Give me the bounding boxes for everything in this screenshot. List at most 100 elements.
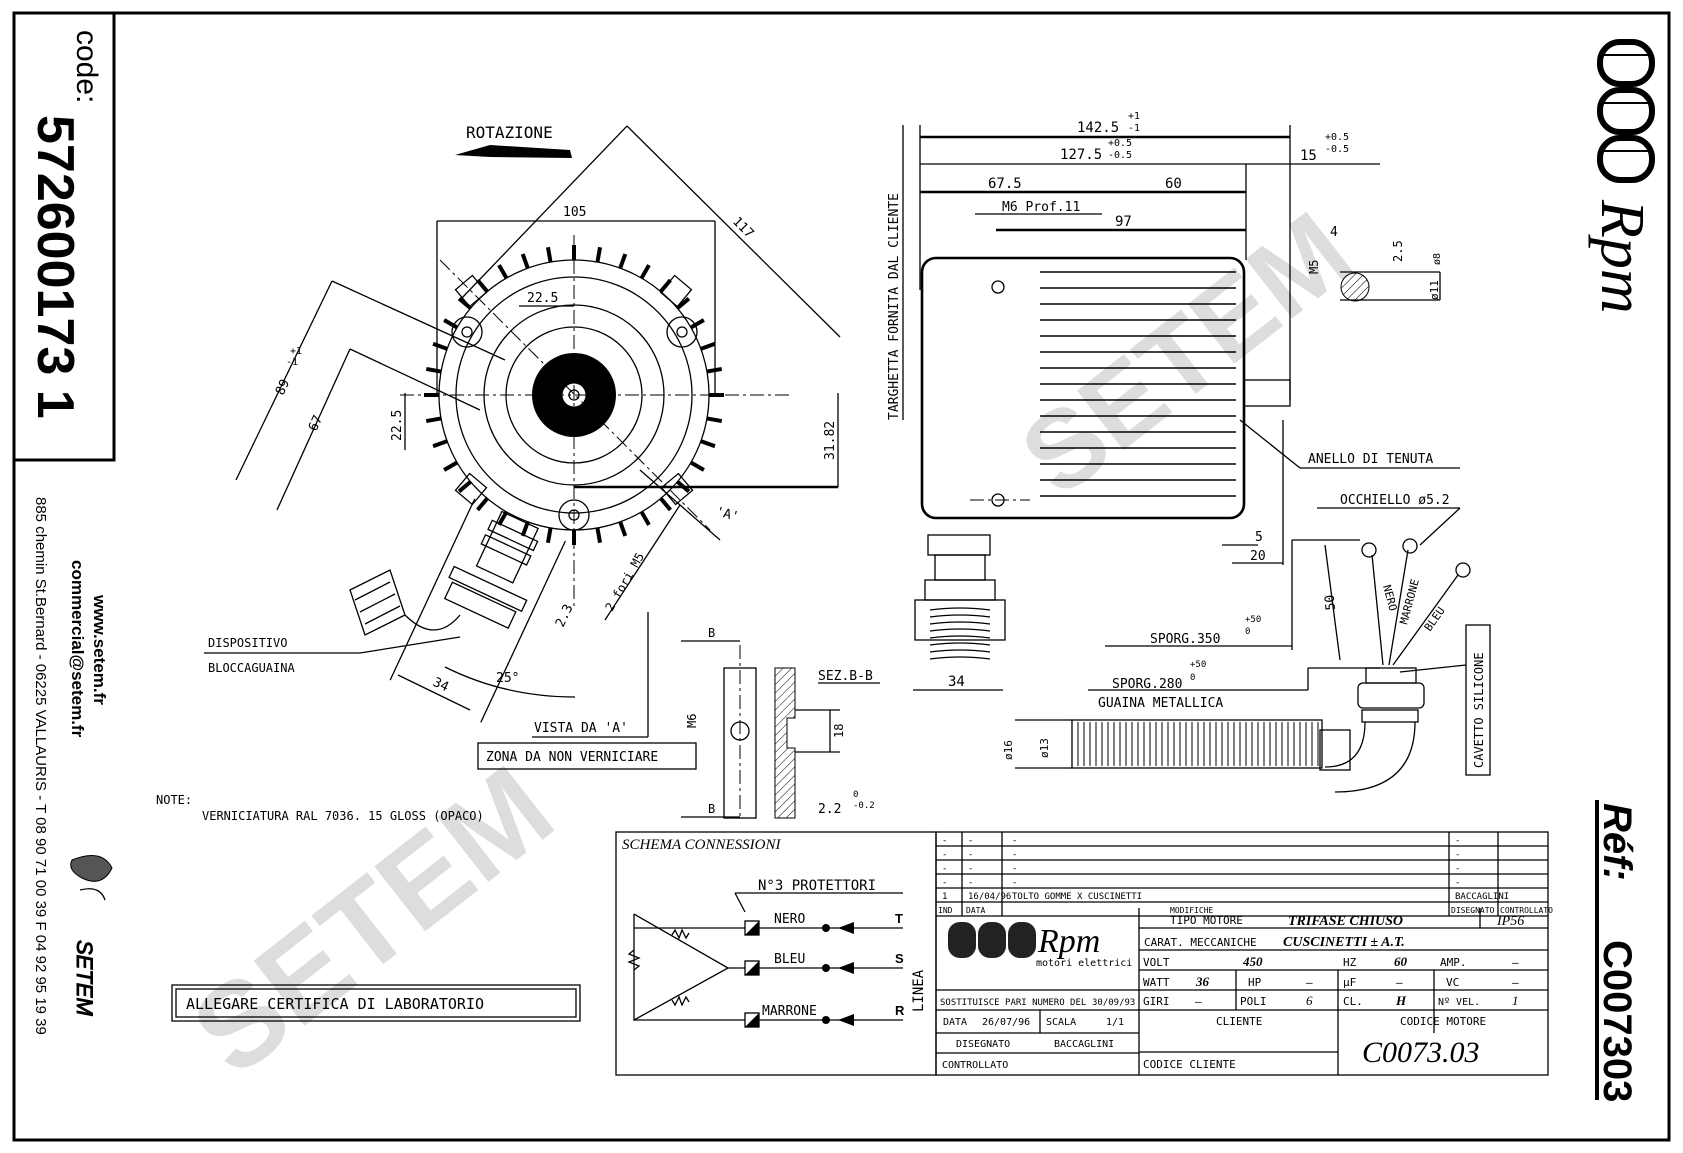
giri-value: — <box>1195 995 1202 1008</box>
cl-label: CL. <box>1343 995 1363 1008</box>
fin <box>425 416 442 424</box>
dim-15-tol-minus: -0.5 <box>1325 144 1349 155</box>
m6-label: M6 <box>685 714 699 728</box>
dim-142-5-tol-plus: +1 <box>1128 111 1140 122</box>
fin <box>520 253 530 269</box>
fin <box>700 341 716 351</box>
metal-sheath <box>1071 719 1323 769</box>
dim-d16: ø16 <box>1002 740 1015 760</box>
schema-title: SCHEMA CONNESSIONI <box>622 837 781 853</box>
poli-label: POLI <box>1240 995 1267 1008</box>
shaft-section <box>1340 272 1370 302</box>
holes-label: 2 fori M5 <box>602 550 647 613</box>
terminal-dot <box>822 964 830 972</box>
fin <box>520 521 530 537</box>
seal-ring-label: ANELLO DI TENUTA <box>1308 452 1433 467</box>
dim-127-5-tol-plus: +0.5 <box>1108 138 1132 149</box>
rev-cell: - <box>1455 864 1460 874</box>
rev-cell: - <box>1012 864 1017 874</box>
shaft-m5: M5 <box>1307 260 1321 274</box>
code-label: code: <box>70 30 103 103</box>
wire-color-label: NERO <box>774 912 805 927</box>
dim-60: 60 <box>1165 176 1182 192</box>
code-value: 572600173 1 <box>26 115 84 419</box>
title-logo-text: Rpm <box>1037 923 1100 960</box>
fin <box>476 278 489 293</box>
replaces-label: SOSTITUISCE PARI NUMERO DEL <box>940 998 1086 1008</box>
fin <box>689 460 705 472</box>
coil-turn <box>929 656 991 660</box>
arrow-icon <box>838 962 854 974</box>
rev-cell: TOLTO GOMME X CUSCINETTI <box>1012 892 1142 902</box>
sporg-280: SPORG.280 <box>1112 677 1182 692</box>
view-a-title: VISTA DA 'A' <box>534 721 628 736</box>
sheath-label: GUAINA METALLICA <box>1098 696 1223 711</box>
dim-142-5: 142.5 <box>1077 120 1119 136</box>
setem-logo-icon <box>70 855 113 901</box>
coil-turn <box>929 649 991 653</box>
volt-value: 450 <box>1242 954 1263 969</box>
vel-label: Nº VEL. <box>1438 997 1480 1008</box>
vc-label: VC <box>1446 976 1459 989</box>
terminal-fill <box>745 961 759 975</box>
line-label: LINEA <box>911 969 927 1012</box>
dim-142-5-tol-minus: -1 <box>1128 123 1140 134</box>
dim-2-2-tol-plus: 0 <box>853 790 858 800</box>
fin <box>700 439 716 449</box>
certificate-text: ALLEGARE CERTIFICA DI LABORATORIO <box>186 995 484 1013</box>
rev-cell: - <box>1012 836 1017 846</box>
fin <box>618 253 628 269</box>
shaft-d8: ø8 <box>1432 253 1443 265</box>
rev-cell: - <box>1455 878 1460 888</box>
fin <box>476 497 489 512</box>
cooling-fins <box>424 245 724 545</box>
watermark-text: SETEM <box>169 740 577 1100</box>
notes: NOTE: VERNICIATURA RAL 7036. 15 GLOSS (O… <box>156 793 581 1022</box>
fin <box>432 341 448 351</box>
sporg-280-tol-plus: +50 <box>1190 660 1206 670</box>
rev-header: CONTROLLATO <box>1500 906 1553 915</box>
terminal-dot <box>822 1016 830 1024</box>
sporg-350: SPORG.350 <box>1150 632 1220 647</box>
brand-text: SETEM <box>72 940 97 1016</box>
note-label: NOTE: <box>156 793 192 807</box>
arrow-icon <box>838 922 854 934</box>
dim-5: 5 <box>1255 530 1263 545</box>
rev-cell: - <box>1012 850 1017 860</box>
giri-label: GIRI <box>1143 995 1170 1008</box>
dim-127-5-tol-minus: -0.5 <box>1108 150 1132 161</box>
dim-2-3: 2.3 <box>553 602 577 630</box>
ip-rating: IP56 <box>1496 914 1524 929</box>
terminal-dot <box>822 924 830 932</box>
wire-label-bleu: BLEU <box>1422 605 1448 634</box>
fin <box>443 318 459 330</box>
phase-label: R <box>895 1003 905 1018</box>
dim-15: 15 <box>1300 148 1317 164</box>
dim-97: 97 <box>1115 214 1132 230</box>
rev-header: DISEGNATO <box>1451 906 1495 915</box>
rev-cell: - <box>942 836 947 846</box>
cable-view: OCCHIELLO ø5.2 50 NERO MARRONE BLEU SPOR… <box>1002 493 1491 793</box>
fin <box>545 527 553 544</box>
date-value: 26/07/96 <box>982 1017 1030 1028</box>
view-a-marker: 'A' <box>714 504 741 525</box>
rpm-logo-icon <box>1597 39 1655 183</box>
fin <box>432 439 448 449</box>
drawn-value: BACCAGLINI <box>1054 1039 1114 1050</box>
hz-value: 60 <box>1394 954 1408 969</box>
carat-value: CUSCINETTI ± A.T. <box>1283 935 1405 950</box>
dim-2-2: 2.2 <box>818 802 841 817</box>
dim-18: 18 <box>832 724 846 738</box>
fin <box>659 497 672 512</box>
no-paint-zone: ZONA DA NON VERNICIARE <box>486 750 658 765</box>
certificate-box <box>171 984 581 1022</box>
rev-cell: - <box>1455 836 1460 846</box>
fin <box>443 460 459 472</box>
coil-turn <box>929 607 991 611</box>
flex-conduit <box>349 569 461 636</box>
fin <box>497 510 509 526</box>
tipo-motore-label: TIPO MOTORE <box>1170 914 1243 927</box>
fin <box>639 510 651 526</box>
front-view: ROTAZIONE 105 117 <box>204 123 841 723</box>
